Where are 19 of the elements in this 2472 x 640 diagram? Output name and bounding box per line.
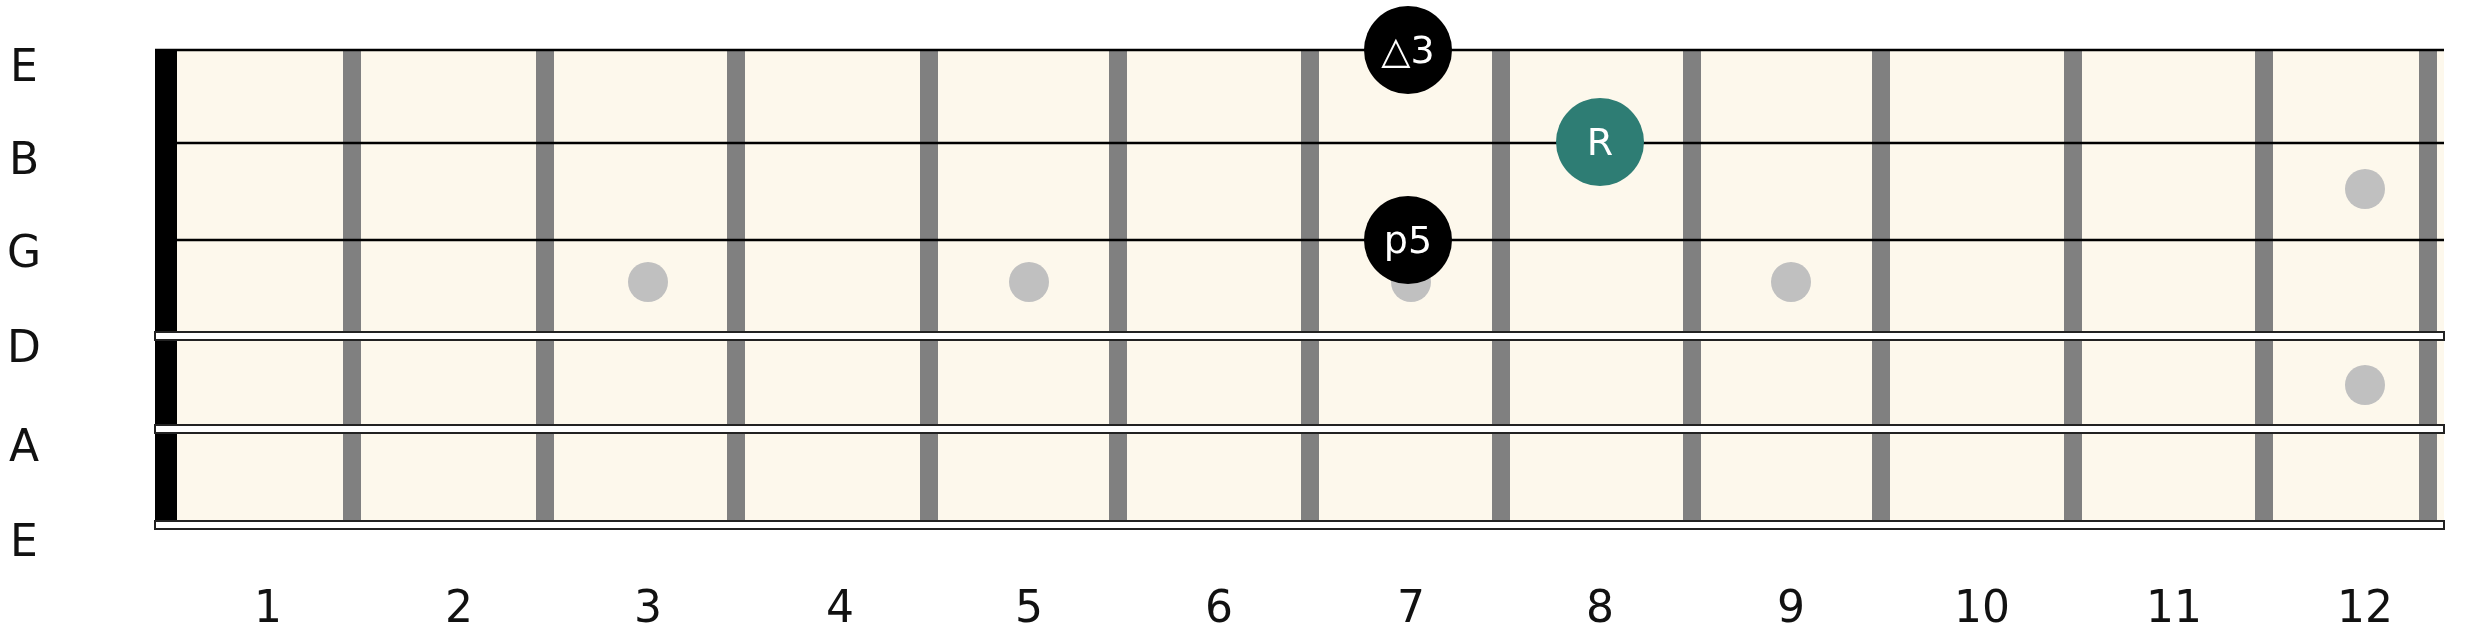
fret-number: 12 bbox=[2337, 585, 2393, 629]
fret-number: 9 bbox=[1777, 585, 1805, 629]
string-label: B bbox=[8, 137, 40, 181]
string-label: G bbox=[6, 230, 42, 274]
fret-number: 1 bbox=[254, 585, 282, 629]
fret-number: 8 bbox=[1586, 585, 1614, 629]
fret-number: 10 bbox=[1954, 585, 2010, 629]
note-marker: △3 bbox=[1364, 6, 1452, 94]
fret-number: 6 bbox=[1205, 585, 1233, 629]
string-label: E bbox=[10, 44, 38, 88]
fret-number: 7 bbox=[1397, 585, 1425, 629]
fret-number: 2 bbox=[445, 585, 473, 629]
fret-number: 3 bbox=[634, 585, 662, 629]
fret-number: 11 bbox=[2146, 585, 2202, 629]
fret-number: 4 bbox=[826, 585, 854, 629]
string-label: A bbox=[8, 424, 40, 468]
string-label: E bbox=[10, 519, 38, 563]
string-label: D bbox=[7, 325, 41, 369]
fret-number: 5 bbox=[1015, 585, 1043, 629]
